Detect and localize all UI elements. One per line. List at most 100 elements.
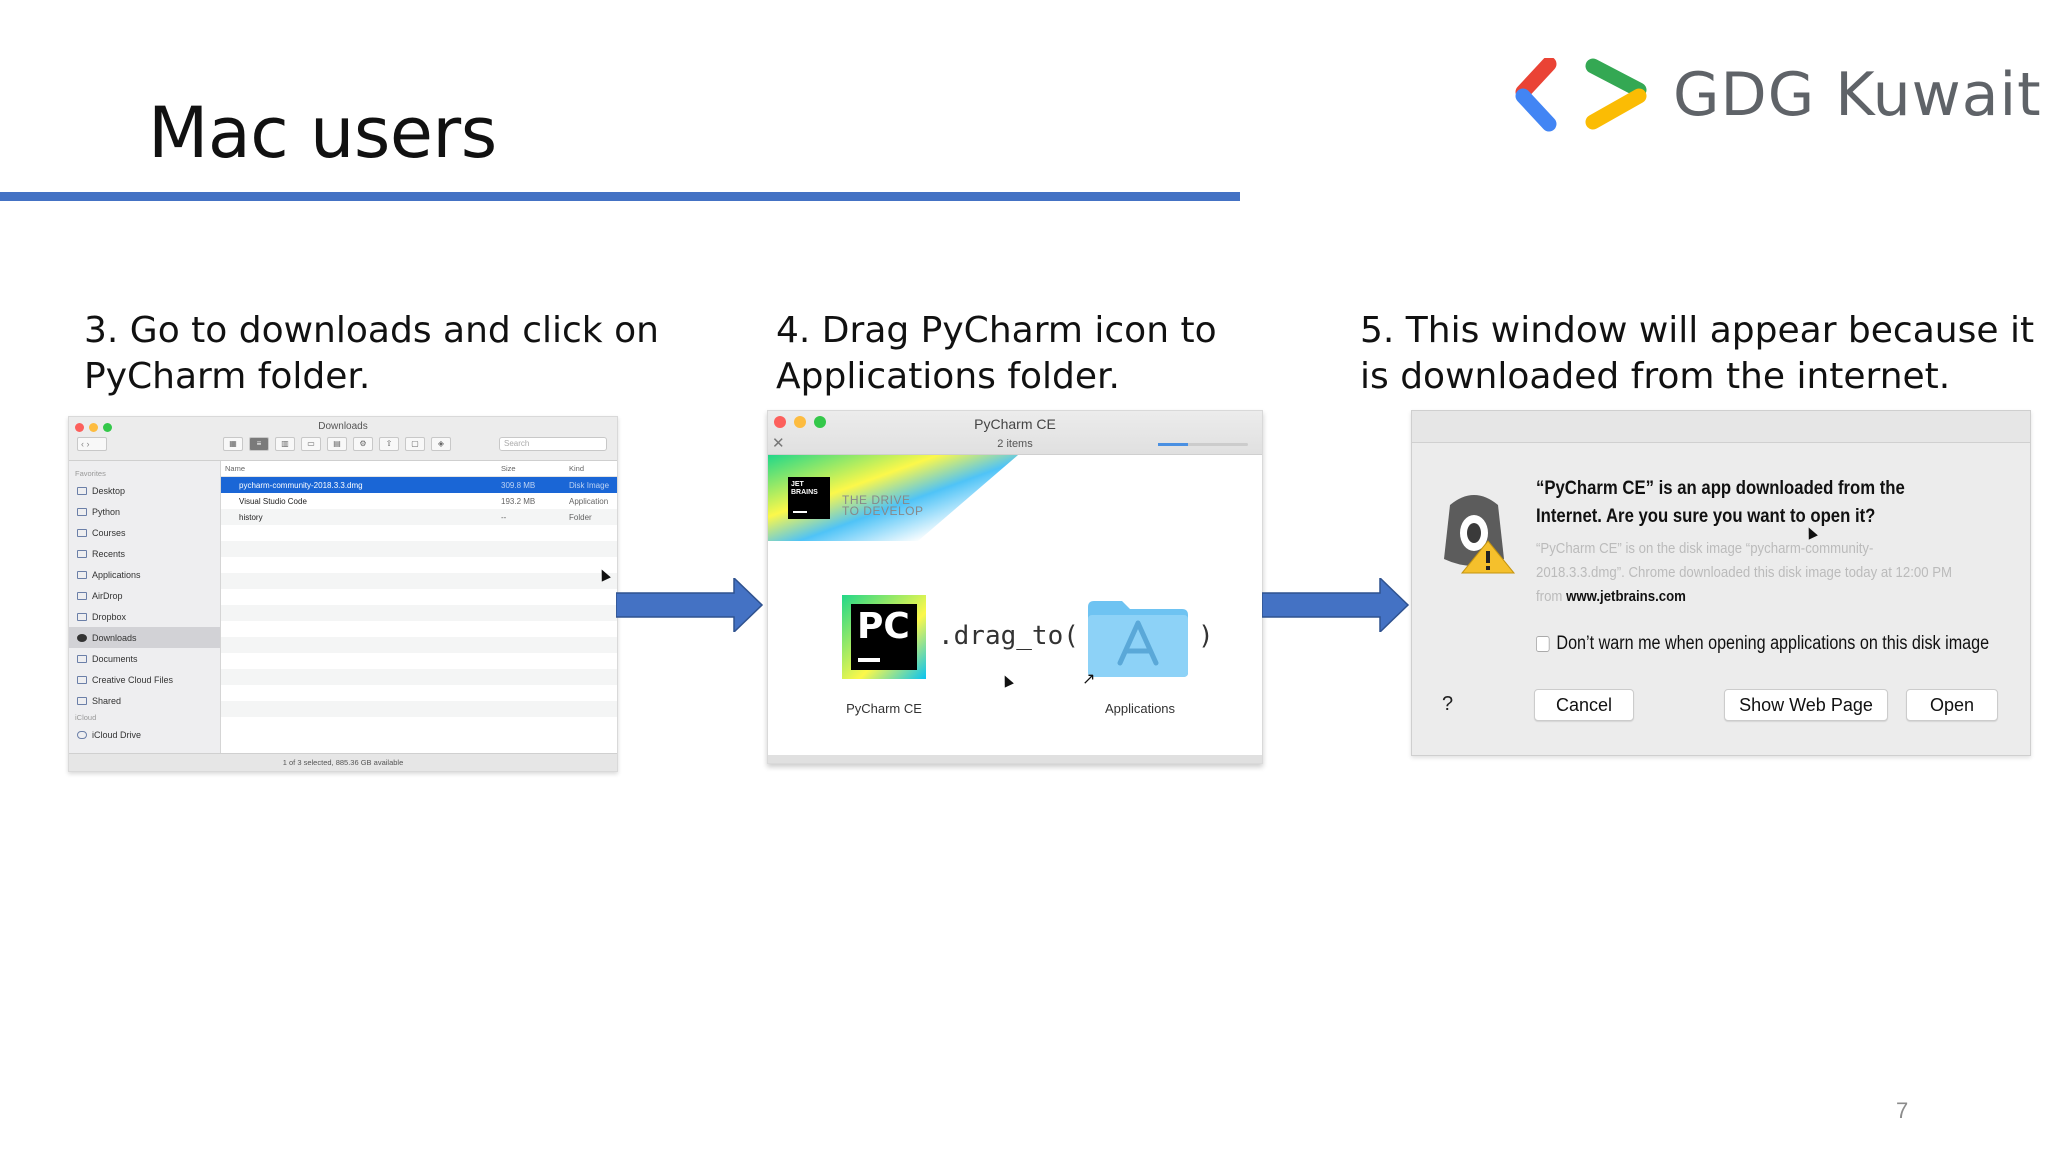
finder-file-list: Name Size Kind pycharm-community-2018.3.… <box>221 461 617 753</box>
group-button[interactable]: ▤ <box>327 437 347 451</box>
close-button[interactable] <box>75 423 84 432</box>
show-web-page-button[interactable]: Show Web Page <box>1724 689 1888 721</box>
sidebar-item-icloud-drive[interactable]: iCloud Drive <box>69 724 220 745</box>
slide-title: Mac users <box>148 92 497 174</box>
dmg-window: PyCharm CE ✕ 2 items JET BRAINS THE DRIV… <box>767 410 1263 764</box>
column-header-name[interactable]: Name <box>225 464 246 473</box>
gdg-logo: GDG Kuwait <box>1515 58 2042 132</box>
folder-icon <box>77 675 87 684</box>
tag-icon[interactable]: ▢ <box>405 437 425 451</box>
jetbrains-tagline: THE DRIVE TO DEVELOP <box>842 493 924 518</box>
applications-icon <box>77 570 87 579</box>
finder-titlebar: Downloads ‹ › ▦ ≡ ▥ ▭ ▤ ⚙ ⇧ ▢ ◈ Search <box>69 417 617 461</box>
file-row-history[interactable]: history -- Folder <box>221 509 617 525</box>
source-website: www.jetbrains.com <box>1566 588 1686 605</box>
minimize-button[interactable] <box>89 423 98 432</box>
sidebar-item-courses[interactable]: Courses <box>69 522 220 543</box>
dont-warn-checkbox-row[interactable]: Don’t warn me when opening applications … <box>1536 633 1989 655</box>
file-rows: pycharm-community-2018.3.3.dmg 309.8 MB … <box>221 477 617 717</box>
sidebar-item-downloads[interactable]: Downloads <box>69 627 220 648</box>
column-header-size[interactable]: Size <box>501 464 516 473</box>
empty-row <box>221 637 617 653</box>
back-forward-button[interactable]: ‹ › <box>77 437 107 451</box>
step-4-text: 4. Drag PyCharm icon to Applications fol… <box>776 310 1217 397</box>
sidebar-item-documents[interactable]: Documents <box>69 648 220 669</box>
dropbox-icon <box>77 612 87 621</box>
empty-row <box>221 653 617 669</box>
mouse-cursor-icon <box>1000 673 1014 688</box>
drag-to-code: .drag_to( <box>938 621 1079 651</box>
pycharm-app-label: PyCharm CE <box>846 701 922 716</box>
sidebar-item-shared[interactable]: Shared <box>69 690 220 711</box>
icon-size-slider[interactable] <box>1158 443 1248 446</box>
empty-row <box>221 621 617 637</box>
search-input[interactable]: Search <box>499 437 607 451</box>
sidebar-item-python[interactable]: Python <box>69 501 220 522</box>
dont-warn-checkbox[interactable] <box>1536 636 1550 652</box>
icon-view-button[interactable]: ▦ <box>223 437 243 451</box>
close-x-icon[interactable]: ✕ <box>772 435 785 452</box>
empty-row <box>221 669 617 685</box>
applications-folder-icon[interactable] <box>1086 597 1190 679</box>
empty-row <box>221 541 617 557</box>
cloud-icon <box>77 730 87 739</box>
open-button[interactable]: Open <box>1906 689 1998 721</box>
right-arrow-icon <box>1262 578 1410 632</box>
gdg-brackets-logo-icon <box>1515 58 1647 132</box>
close-button[interactable] <box>774 416 786 428</box>
finder-sidebar: Favorites Desktop Python Courses Recents… <box>69 461 221 753</box>
sidebar-item-dropbox[interactable]: Dropbox <box>69 606 220 627</box>
sidebar-item-applications[interactable]: Applications <box>69 564 220 585</box>
right-arrow-icon <box>616 578 764 632</box>
finder-window: Downloads ‹ › ▦ ≡ ▥ ▭ ▤ ⚙ ⇧ ▢ ◈ Search F… <box>68 416 618 772</box>
folder-icon <box>77 696 87 705</box>
zoom-button[interactable] <box>814 416 826 428</box>
gdg-logo-text: GDG Kuwait <box>1673 60 2042 130</box>
sidebar-item-desktop[interactable]: Desktop <box>69 480 220 501</box>
dialog-detail: “PyCharm CE” is on the disk image “pycha… <box>1536 540 1953 605</box>
sidebar-item-recents[interactable]: Recents <box>69 543 220 564</box>
pycharm-app-icon[interactable]: PC <box>842 595 926 679</box>
applications-folder-label: Applications <box>1104 701 1176 716</box>
step-3-text: 3. Go to downloads and click on PyCharm … <box>84 310 659 397</box>
dmg-titlebar: PyCharm CE ✕ 2 items <box>768 411 1262 455</box>
empty-row <box>221 573 617 589</box>
finder-toolbar: ▦ ≡ ▥ ▭ ▤ ⚙ ⇧ ▢ ◈ <box>223 437 451 451</box>
jetbrains-logo: JET BRAINS <box>788 477 830 519</box>
folder-icon <box>77 507 87 516</box>
dont-warn-label: Don’t warn me when opening applications … <box>1556 633 1990 654</box>
folder-icon <box>77 528 87 537</box>
share-icon[interactable]: ⇧ <box>379 437 399 451</box>
sidebar-section-favorites: Favorites <box>75 469 106 478</box>
column-view-button[interactable]: ▥ <box>275 437 295 451</box>
empty-row <box>221 525 617 541</box>
gallery-view-button[interactable]: ▭ <box>301 437 321 451</box>
list-view-button[interactable]: ≡ <box>249 437 269 451</box>
dmg-bottom-edge <box>768 755 1262 763</box>
clock-icon <box>77 549 87 558</box>
column-headers: Name Size Kind <box>221 461 617 477</box>
sidebar-item-airdrop[interactable]: AirDrop <box>69 585 220 606</box>
dialog-headline: “PyCharm CE” is an app downloaded from t… <box>1536 478 1905 527</box>
gatekeeper-warning-icon <box>1444 495 1516 574</box>
empty-row <box>221 605 617 621</box>
dropbox-icon[interactable]: ◈ <box>431 437 451 451</box>
cancel-button[interactable]: Cancel <box>1534 689 1634 721</box>
dmg-item-count: 2 items <box>997 438 1033 450</box>
column-header-kind[interactable]: Kind <box>569 464 585 473</box>
window-controls <box>774 416 826 428</box>
file-row-pycharm-dmg[interactable]: pycharm-community-2018.3.3.dmg 309.8 MB … <box>221 477 617 493</box>
file-row-vscode[interactable]: Visual Studio Code 193.2 MB Application <box>239 496 609 506</box>
minimize-button[interactable] <box>794 416 806 428</box>
help-button[interactable]: ? <box>1442 693 1454 715</box>
sidebar-item-creative-cloud[interactable]: Creative Cloud Files <box>69 669 220 690</box>
action-gear-icon[interactable]: ⚙ <box>353 437 373 451</box>
zoom-button[interactable] <box>103 423 112 432</box>
gatekeeper-dialog: “PyCharm CE” is an app downloaded from t… <box>1411 410 2031 756</box>
alias-arrow-icon: ↗ <box>1082 671 1096 688</box>
finder-title: Downloads <box>318 421 368 432</box>
downloads-icon <box>77 633 87 642</box>
documents-icon <box>77 654 87 663</box>
empty-row <box>221 589 617 605</box>
empty-row <box>221 701 617 717</box>
